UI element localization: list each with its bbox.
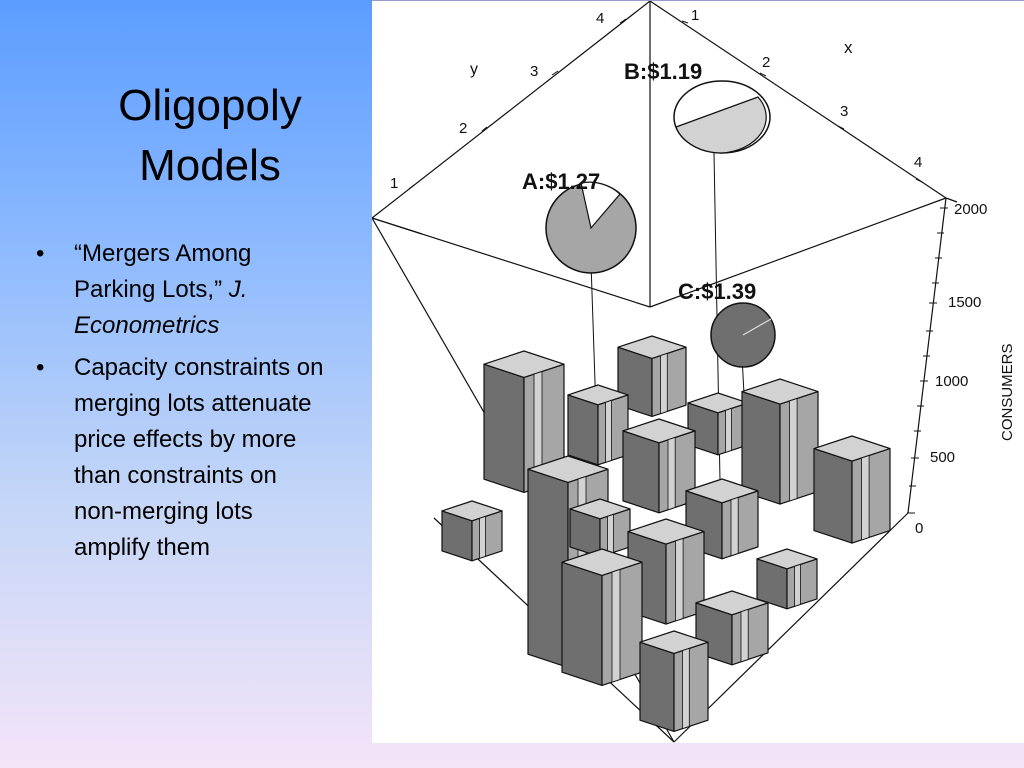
lot-c-pie-slice bbox=[742, 318, 772, 336]
bar bbox=[695, 590, 769, 666]
y-tick-2: 2 bbox=[459, 120, 467, 137]
x-tick-marks bbox=[681, 20, 923, 183]
bar-right-face bbox=[673, 641, 709, 733]
bar-left-face bbox=[483, 363, 525, 493]
x-tick-2: 2 bbox=[762, 54, 770, 71]
lot-b-label: B:$1.19 bbox=[624, 59, 702, 84]
bar-top-face bbox=[483, 350, 565, 378]
z-tick-marks bbox=[907, 207, 948, 514]
bar bbox=[756, 548, 818, 610]
z-tick-2000: 2000 bbox=[954, 201, 987, 218]
z-tick-1500: 1500 bbox=[948, 294, 981, 311]
bullet-item-capacity: Capacity constraints on merging lots att… bbox=[30, 350, 330, 566]
bar-right-face bbox=[651, 346, 687, 418]
bar-stripe bbox=[675, 537, 684, 622]
bars-group bbox=[441, 335, 891, 733]
bar bbox=[741, 378, 819, 505]
y-axis-label: y bbox=[470, 61, 478, 78]
bar bbox=[441, 500, 503, 562]
bar-stripe bbox=[740, 608, 749, 663]
bar-stripe bbox=[682, 647, 690, 730]
bar-top-face bbox=[617, 335, 687, 360]
bullet-item-citation: “Mergers Among Parking Lots,” J. Econome… bbox=[30, 236, 330, 344]
lot-a-marker: A:$1.27 bbox=[522, 169, 637, 274]
bar-top-face bbox=[813, 435, 891, 462]
lot-c-marker: C:$1.39 bbox=[678, 279, 776, 368]
x-tick-1: 1 bbox=[691, 7, 699, 24]
bar-stripe bbox=[660, 352, 668, 415]
bullet-citation-journal: J. Econometrics bbox=[74, 276, 248, 339]
bullet-citation-text: “Mergers Among Parking Lots,” bbox=[74, 240, 252, 303]
bar-top-face bbox=[695, 590, 769, 616]
bar-left-face bbox=[622, 430, 660, 514]
y-tick-4: 4 bbox=[596, 10, 604, 27]
bullet-capacity-text: Capacity constraints on merging lots att… bbox=[74, 354, 324, 561]
bar-stripe bbox=[725, 407, 732, 453]
bar-left-face bbox=[567, 394, 599, 466]
bar bbox=[687, 392, 749, 456]
bar-right-face bbox=[601, 561, 643, 687]
bar-stripe bbox=[479, 515, 486, 559]
lot-b-marker: B:$1.19 bbox=[624, 59, 771, 154]
axis-labels: 1 2 3 4 x 1 2 3 4 y 2000 1500 1000 500 0… bbox=[390, 7, 1016, 537]
y-tick-1: 1 bbox=[390, 175, 398, 192]
z-tick-1000: 1000 bbox=[935, 373, 968, 390]
z-axis-label: CONSUMERS bbox=[999, 343, 1016, 441]
bar bbox=[627, 518, 705, 625]
bar-left-face bbox=[639, 641, 675, 733]
bar-top-face bbox=[741, 378, 819, 405]
figure-panel: 1 2 3 4 x 1 2 3 4 y 2000 1500 1000 500 0… bbox=[372, 0, 1024, 743]
bar-top-face bbox=[561, 548, 643, 577]
bullet-list: “Mergers Among Parking Lots,” J. Econome… bbox=[30, 236, 330, 572]
lot-c-label: C:$1.39 bbox=[678, 279, 756, 304]
bar-stripe bbox=[607, 513, 614, 555]
lot-a-label: A:$1.27 bbox=[522, 169, 600, 194]
bar-left-face bbox=[813, 447, 853, 544]
bar-top-face bbox=[687, 392, 749, 414]
bar-right-face bbox=[851, 447, 891, 544]
y-tick-marks bbox=[408, 18, 627, 190]
bar-top-face bbox=[567, 384, 629, 406]
y-tick-3: 3 bbox=[530, 63, 538, 80]
bar-stripe bbox=[667, 436, 676, 511]
z-tick-500: 500 bbox=[930, 449, 955, 466]
lot-a-pie-slice bbox=[580, 181, 621, 230]
bar-top-face bbox=[569, 498, 631, 520]
bar-stripe bbox=[861, 454, 870, 541]
slide-title: Oligopoly Models bbox=[60, 76, 360, 196]
slide-title-line1: Oligopoly bbox=[118, 81, 302, 130]
bar-top-face bbox=[685, 478, 759, 504]
bar-left-face bbox=[561, 561, 603, 687]
bar bbox=[617, 335, 687, 418]
bar bbox=[813, 435, 891, 544]
x-axis-label: x bbox=[844, 38, 853, 57]
bar-top-face bbox=[756, 548, 818, 570]
z-tick-0: 0 bbox=[915, 520, 923, 537]
bar-right-face bbox=[779, 390, 819, 505]
bar-top-face bbox=[441, 500, 503, 522]
bar-stripe bbox=[730, 496, 739, 557]
bar-stripe bbox=[605, 399, 612, 463]
bar bbox=[569, 498, 631, 558]
bar-top-face bbox=[527, 455, 609, 483]
consumers-3d-plot: 1 2 3 4 x 1 2 3 4 y 2000 1500 1000 500 0… bbox=[372, 1, 1016, 743]
bar bbox=[561, 548, 643, 687]
bar-stripe bbox=[794, 563, 801, 607]
bar-top-face bbox=[639, 630, 709, 655]
x-tick-3: 3 bbox=[840, 103, 848, 120]
bar-stripe bbox=[611, 568, 621, 683]
bar-top-face bbox=[622, 418, 696, 444]
bar-stripe bbox=[789, 397, 798, 502]
bar bbox=[567, 384, 629, 466]
lot-b-pie-slice bbox=[675, 96, 767, 154]
bar-top-face bbox=[627, 518, 705, 545]
slide-title-line2: Models bbox=[139, 141, 281, 190]
bar bbox=[622, 418, 696, 514]
bar bbox=[639, 630, 709, 733]
x-tick-4: 4 bbox=[914, 154, 922, 171]
